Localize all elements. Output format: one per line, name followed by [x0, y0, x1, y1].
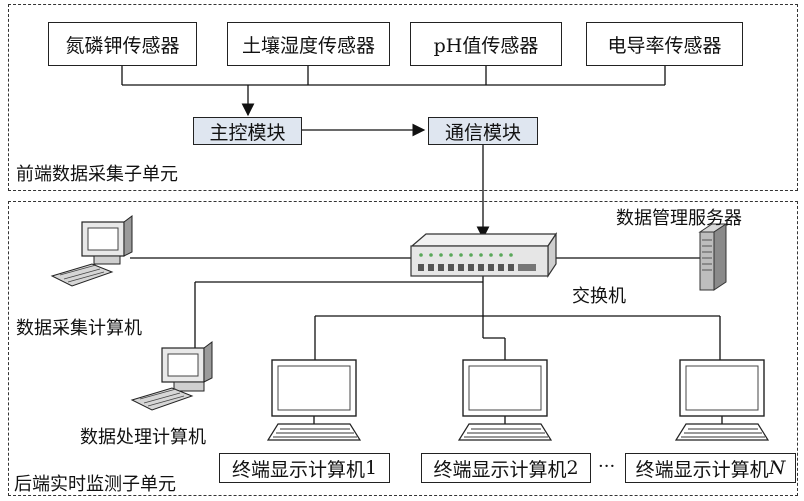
terminal2-icon: [457, 359, 553, 441]
terminal-n-label-prefix: 终端显示计算机: [635, 458, 769, 481]
terminal-n-label-suffix: N: [768, 457, 786, 479]
terminal1-label-prefix: 终端显示计算机: [231, 458, 365, 481]
acquisition-pc-icon: [50, 215, 133, 287]
server-label: 数据管理服务器: [616, 208, 742, 229]
sensor-conductivity-label: 电导率传感器: [607, 34, 722, 57]
processing-pc-icon: [130, 341, 213, 411]
back-unit-frame: [8, 201, 798, 496]
comm-module-label: 通信模块: [444, 121, 521, 144]
terminal2-label-suffix: 2: [566, 457, 579, 479]
server-icon: [698, 223, 728, 291]
front-unit-label: 前端数据采集子单元: [16, 164, 178, 185]
sensor-soil-moisture-box: 土壤湿度传感器: [227, 22, 390, 66]
main-control-module: 主控模块: [193, 117, 302, 145]
sensor-ph-box: pH值传感器: [410, 22, 562, 66]
sensor-npk-box: 氮磷钾传感器: [48, 22, 197, 66]
comm-module: 通信模块: [428, 117, 538, 145]
acquisition-pc-label: 数据采集计算机: [16, 318, 142, 339]
back-unit-label: 后端实时监测子单元: [14, 474, 176, 495]
terminal2-label-prefix: 终端显示计算机: [433, 458, 567, 481]
switch-label: 交换机: [572, 286, 626, 307]
sensor-ph-label: pH值传感器: [433, 34, 539, 57]
front-unit-frame: [8, 4, 798, 191]
switch-icon: [410, 232, 558, 278]
processing-pc-label: 数据处理计算机: [80, 427, 206, 448]
main-control-label: 主控模块: [209, 121, 286, 144]
terminal1-icon: [266, 359, 362, 441]
terminal1-label-suffix: 1: [364, 457, 378, 479]
sensor-conductivity-box: 电导率传感器: [586, 22, 743, 66]
terminal-n-icon: [674, 359, 770, 441]
sensor-npk-label: 氮磷钾传感器: [65, 34, 180, 57]
terminal-ellipsis: ···: [598, 456, 616, 477]
sensor-soil-moisture-label: 土壤湿度传感器: [241, 34, 375, 57]
